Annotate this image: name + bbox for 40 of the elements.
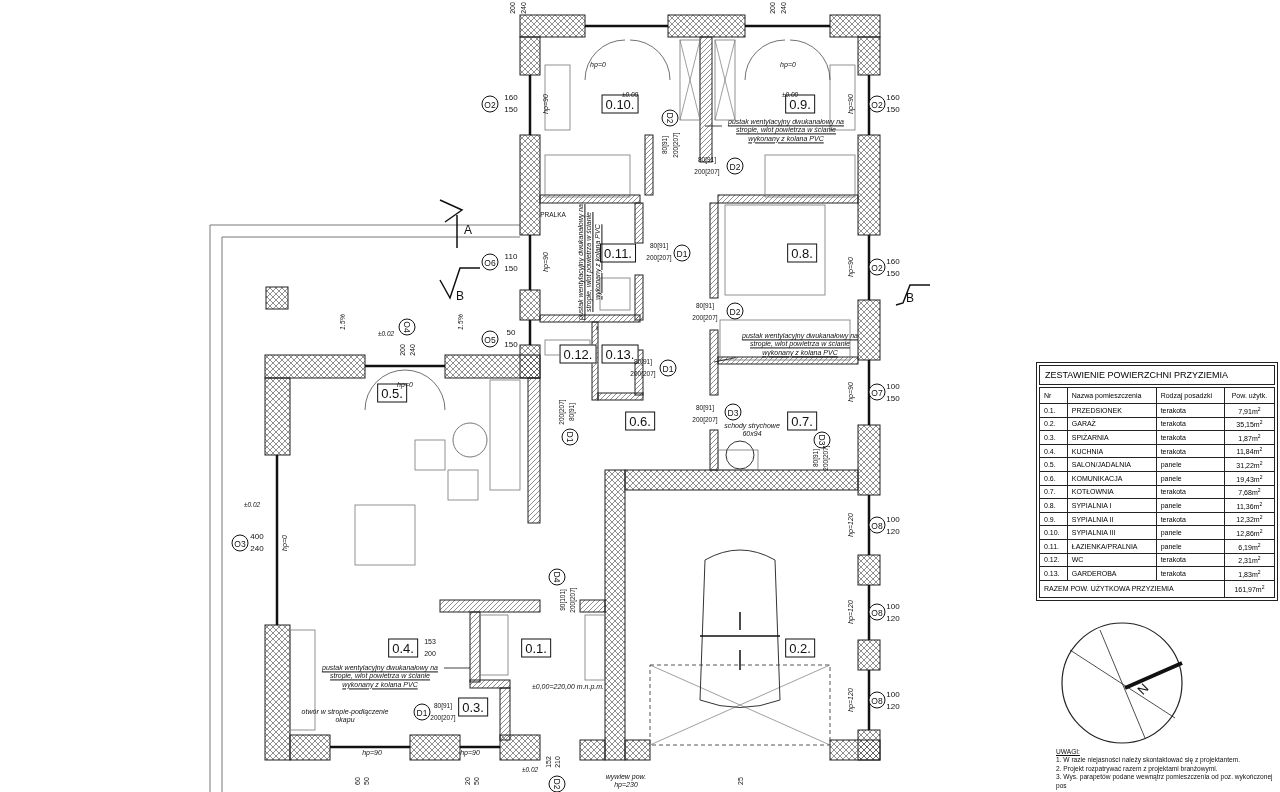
room-number-tag: 0.3. [458,697,488,717]
leader-line [443,667,471,669]
circled-tag: D1 [561,428,579,446]
circled-tag: O4 [398,318,416,336]
circled-tag: D2 [661,109,679,127]
room-number-tag: 0.6. [625,411,655,431]
circled-tag: O2 [868,95,886,113]
room-number-tag: 0.2. [785,638,815,658]
circled-tag: D1 [673,244,691,262]
room-number-tag: 0.11. [600,243,636,263]
compass-letter: N [1135,681,1151,697]
section-letter: B [906,292,914,304]
leader-line [596,325,598,331]
section-letter: B [456,290,464,302]
circled-tag: O2 [481,95,499,113]
table-title: ZESTAWIENIE POWIERZCHNI PRZYZIEMIA [1039,365,1275,385]
circled-tag: D1 [413,703,431,721]
circled-tag: O6 [481,253,499,271]
circled-tag: O2 [868,258,886,276]
circled-tag: D4 [548,568,566,586]
leader-line [704,125,723,127]
room-number-tag: 0.1. [521,638,551,658]
circled-tag: D2 [548,775,566,792]
circled-tag: D1 [659,359,677,377]
circled-tag: O8 [868,603,886,621]
room-number-tag: 0.8. [787,243,817,263]
circled-tag: D3 [724,403,742,421]
circled-tag: D2 [726,302,744,320]
circled-tag: O3 [231,534,249,552]
circled-tag: O8 [868,691,886,709]
circled-tag: O5 [481,330,499,348]
circled-tag: O7 [868,383,886,401]
leader-line [713,357,737,363]
circled-tag: D2 [726,157,744,175]
room-number-tag: 0.12. [559,344,597,364]
room-number-tag: 0.4. [388,638,418,658]
room-number-tag: 0.7. [787,411,817,431]
circled-tag: O8 [868,516,886,534]
dimension-text: 50 [506,329,516,337]
section-letter: A [464,224,472,236]
